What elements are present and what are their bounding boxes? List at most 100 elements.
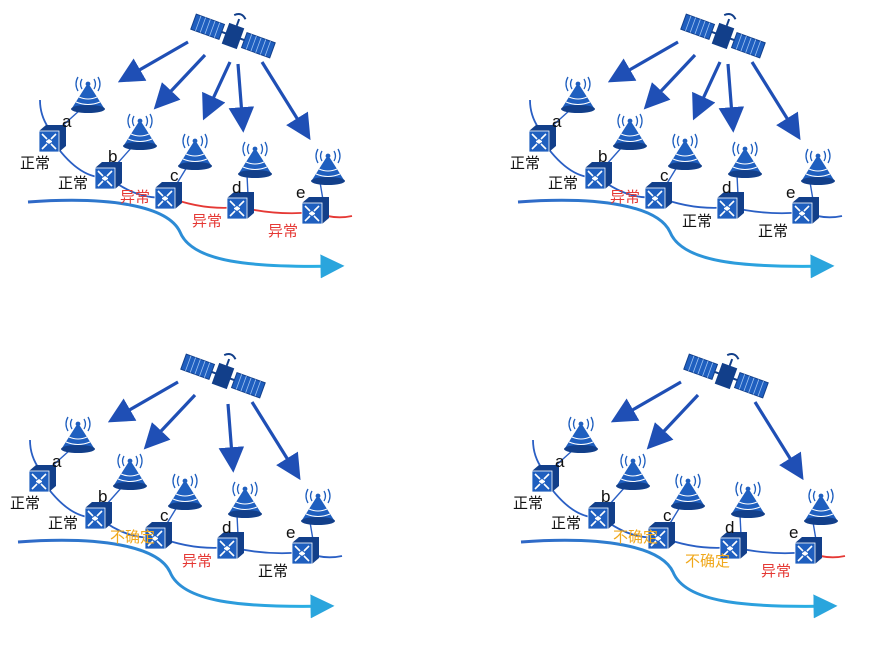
antenna-link [236,514,239,536]
station-letter: d [232,178,241,197]
antenna-link [246,174,249,196]
station-letter: e [286,523,295,542]
status-label: 异常 [610,188,640,206]
antenna-icon [668,133,702,170]
station-icon [716,192,744,220]
status-label: 正常 [758,222,788,240]
arrow-icon [218,403,245,473]
satellite-icon [683,353,769,399]
antenna-icon [804,488,838,525]
status-label: 正常 [513,494,543,512]
station-icon [28,465,56,493]
station-icon [84,502,112,530]
station-icon [144,522,172,550]
flow-arrow [17,538,335,619]
station-letter: a [52,452,62,471]
antenna-icon [228,481,262,518]
antenna-icon [613,113,647,150]
flow-arrow [520,538,838,619]
station-letter: b [108,147,117,166]
antenna-icon [168,473,202,510]
station-icon [644,182,672,210]
status-label: 正常 [258,562,288,580]
antenna-icon [564,416,598,453]
station-letter: d [725,518,734,537]
station-icon [584,162,612,190]
arrow-icon [202,61,232,121]
antenna-icon [123,113,157,150]
status-label: 异常 [120,188,150,206]
station-letter: b [598,147,607,166]
station-icon [794,537,822,565]
antenna-link [739,514,742,536]
arrow-icon [228,63,255,133]
status-label: 异常 [268,222,298,240]
status-label: 正常 [548,174,578,192]
station-letter: a [552,112,562,131]
arrow-icon [610,380,682,423]
station-letter: b [98,487,107,506]
station-icon [291,537,319,565]
station-icon [647,522,675,550]
arrow-icon [260,61,311,141]
arrow-icon [117,40,189,83]
station-letter: b [601,487,610,506]
antenna-icon [238,141,272,178]
satellite-icon [190,13,276,59]
antenna-icon [301,488,335,525]
antenna-icon [113,453,147,490]
arrow-icon [750,61,801,141]
status-label: 正常 [20,154,50,172]
station-letter: d [222,518,231,537]
station-icon [226,192,254,220]
status-label: 正常 [551,514,581,532]
station-letter: c [660,166,669,185]
status-label: 不确定 [110,528,155,546]
panel-top-right: a 正常 b 正常 c 异常 d 正常 e 正常 [510,13,843,279]
station-letter: c [160,506,169,525]
station-icon [719,532,747,560]
station-icon [38,125,66,153]
station-letter: d [722,178,731,197]
arrow-icon [607,40,679,83]
station-letter: e [296,183,305,202]
station-letter: c [170,166,179,185]
status-label: 不确定 [685,552,730,570]
antenna-icon [311,148,345,185]
station-icon [301,197,329,225]
status-label: 正常 [682,212,712,230]
arrow-icon [153,53,207,110]
antenna-icon [71,76,105,113]
station-letter: a [555,452,565,471]
antenna-icon [671,473,705,510]
station-icon [94,162,122,190]
status-label: 正常 [48,514,78,532]
antenna-icon [561,76,595,113]
status-label: 异常 [182,552,212,570]
station-icon [528,125,556,153]
antenna-icon [616,453,650,490]
station-icon [791,197,819,225]
antenna-icon [728,141,762,178]
arrow-icon [646,393,700,450]
arrow-icon [107,380,179,423]
status-label: 正常 [510,154,540,172]
flow-arrow [27,198,345,279]
antenna-icon [178,133,212,170]
antenna-icon [731,481,765,518]
status-label: 不确定 [613,528,658,546]
antenna-icon [61,416,95,453]
station-letter: a [62,112,72,131]
satellite-icon [680,13,766,59]
arrow-icon [250,401,301,481]
station-letter: e [786,183,795,202]
satellite-icon [180,353,266,399]
status-label: 正常 [58,174,88,192]
status-label: 正常 [10,494,40,512]
flow-arrow [517,198,835,279]
arrow-icon [692,61,722,121]
station-icon [587,502,615,530]
station-letter: e [789,523,798,542]
